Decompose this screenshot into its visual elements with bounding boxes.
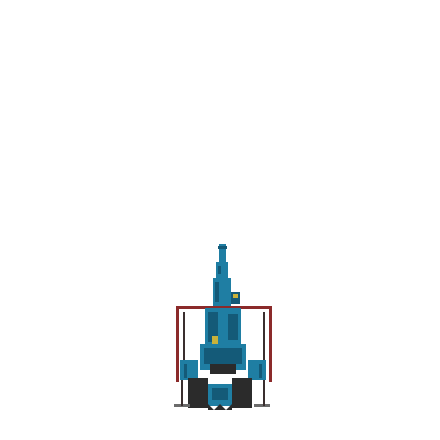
mast-slot	[218, 266, 221, 274]
outriggers	[180, 360, 266, 380]
left-outrigger-detail	[184, 364, 187, 378]
right-foot	[254, 404, 270, 407]
mast-cap	[218, 246, 227, 249]
mast-upper-body	[216, 262, 228, 278]
red-frame	[176, 306, 272, 382]
center-chassis-panel	[212, 388, 228, 400]
rig-mast	[213, 244, 240, 308]
control-indicator	[212, 336, 218, 344]
support-legs	[174, 380, 270, 407]
right-outrigger	[248, 360, 266, 380]
lower-housing-panel	[204, 348, 242, 364]
housing-panel-right	[228, 314, 238, 340]
right-outrigger-detail	[259, 364, 262, 378]
left-rail	[176, 306, 179, 382]
left-outrigger	[180, 360, 198, 380]
right-rail	[269, 306, 272, 382]
rig-body	[200, 308, 246, 374]
right-track	[232, 378, 252, 408]
housing-panel-left	[208, 312, 218, 342]
left-leg	[181, 380, 183, 406]
tracks	[188, 378, 252, 410]
side-box-indicator	[233, 294, 238, 298]
left-track	[188, 378, 208, 408]
right-inner-rail	[263, 312, 265, 372]
left-inner-rail	[183, 312, 185, 372]
mast-top-segment	[219, 244, 226, 266]
top-rail	[176, 306, 272, 309]
right-leg	[263, 380, 265, 406]
mast-mid-slot	[215, 282, 219, 302]
engine-block	[210, 364, 236, 374]
track-treads	[208, 404, 232, 410]
